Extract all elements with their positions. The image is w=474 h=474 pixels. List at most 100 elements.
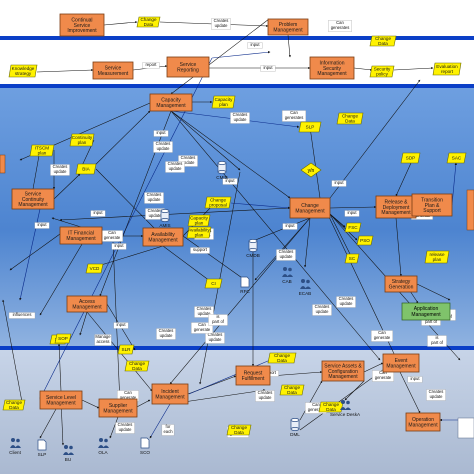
document-label: proposal [209,203,227,208]
store-slpb[interactable]: SLP [37,439,47,457]
process-label: Transition [421,198,443,204]
document-pso[interactable]: PSO [356,235,374,246]
store-dml[interactable]: DML [290,418,300,437]
process-label: Plan & [425,203,440,209]
document-label: Change [231,425,248,430]
document-vcd[interactable]: VCD [85,263,104,274]
relationship-label: input [344,210,360,217]
process-label: Incident [161,389,179,395]
store-cmdb[interactable]: CMDB [246,239,260,258]
connection-line [85,110,151,175]
document-label: Change [140,17,157,22]
connection-line [149,403,171,439]
relationship-label-text: support [193,247,208,252]
relationship-label: input [34,222,50,229]
document-sop[interactable]: SOP [54,333,72,344]
relationship-label: input [90,210,106,217]
process-label: IT Financial [68,231,94,237]
process-label: Management [155,394,185,400]
relationship-label-text: generate [194,327,211,332]
store-cmis[interactable]: CMIS [216,161,228,180]
store-ola[interactable]: OLA [98,438,109,455]
store-sco[interactable]: SCO [140,437,150,455]
relationship-label-text: report [146,62,158,67]
store-ams[interactable]: AMIS [159,209,171,228]
document-label: Data [234,430,244,435]
people-icon [282,267,293,277]
store-cab[interactable]: CAB [282,267,293,284]
document-bia[interactable]: BIA [75,163,97,175]
document-sac[interactable]: SAC [446,152,467,164]
relationship-label-text: generate [374,335,391,340]
relationship-label-text: update [234,117,247,122]
document-ci[interactable]: CI [204,278,223,289]
relationship-label-text: Creates [168,161,183,166]
process-label: Improvement [67,28,97,34]
document-sc[interactable]: SC [344,253,360,264]
document-slr[interactable]: SLR [117,344,135,355]
store-ecab[interactable]: ECAB [299,279,312,296]
store-label: CMDB [246,253,260,258]
relationship-label-text: update [119,427,132,432]
document-sdp[interactable]: SDP [400,152,421,164]
connection-line [188,357,276,395]
store-label: Service DeskA [330,412,361,417]
store-bu[interactable]: BU [63,445,74,462]
store-sdesk[interactable]: Service DeskA [330,400,361,417]
store-rfc[interactable]: RFC [240,276,250,294]
connection-line [53,173,81,200]
store-client[interactable]: Client [9,438,22,455]
document-fsc[interactable]: FSC [344,222,362,233]
relationship-label-text: input [93,210,103,215]
application-management-box[interactable]: Application Management [401,302,451,321]
document-slp[interactable]: SLP [298,121,322,133]
connection-line [211,51,271,59]
